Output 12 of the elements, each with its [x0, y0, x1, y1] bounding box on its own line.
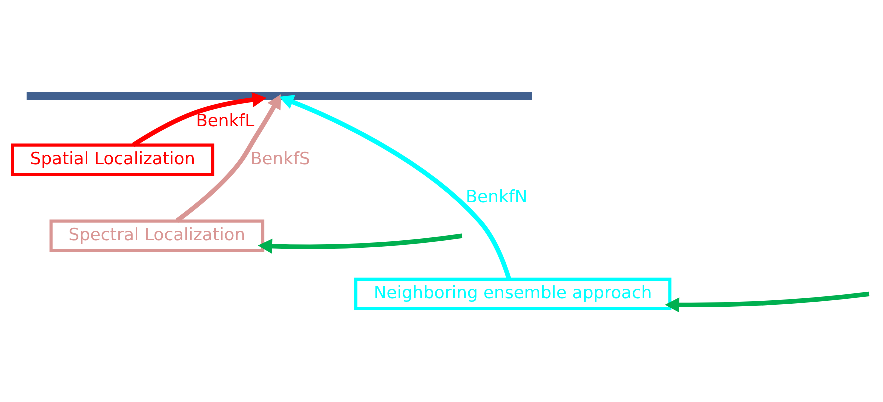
- arrow: [665, 291, 870, 312]
- arrow: [279, 94, 512, 280]
- node-box: Neighboring ensemble approach: [354, 277, 672, 310]
- edge-label: BenkfL: [196, 110, 255, 131]
- arrow: [258, 233, 463, 254]
- node-bar: [26, 92, 532, 100]
- arrow: [132, 92, 267, 147]
- node-box: Spatial Localization: [11, 143, 215, 176]
- node-box: Spectral Localization: [50, 219, 265, 252]
- edge-label: BenkfN: [466, 186, 528, 207]
- arrow: [176, 94, 282, 223]
- edge-label: BenkfS: [250, 148, 310, 169]
